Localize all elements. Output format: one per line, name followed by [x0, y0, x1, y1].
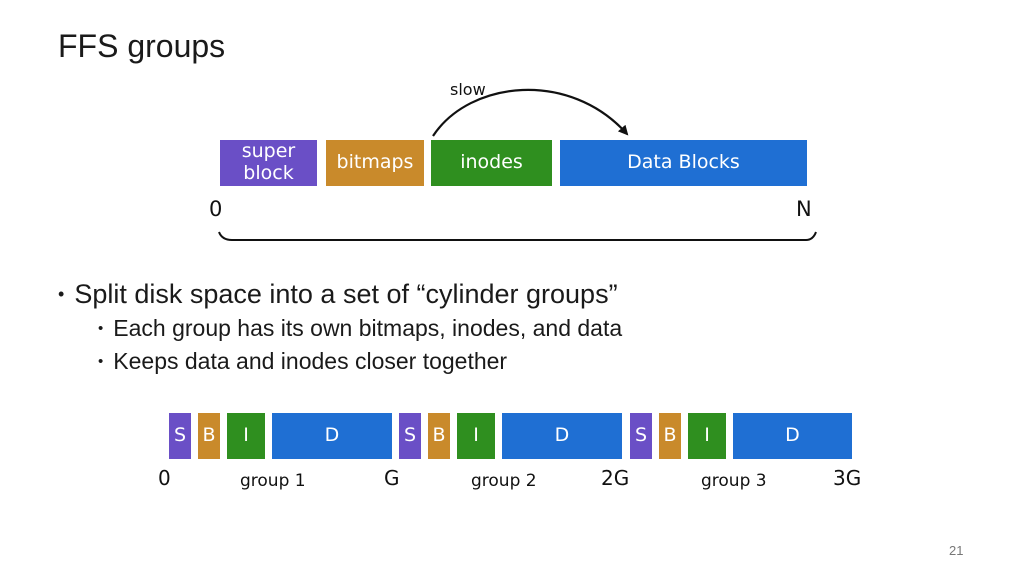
group2-inodes: I: [457, 413, 495, 459]
bitmaps-label: bitmaps: [336, 151, 414, 174]
group3-superblock: S: [630, 413, 652, 459]
segment-label: D: [785, 424, 800, 447]
segment-label: S: [403, 424, 417, 447]
data-blocks-label: Data Blocks: [627, 151, 740, 174]
segment-label: I: [704, 424, 710, 447]
group2-data: D: [502, 413, 622, 459]
superblock-segment: super block: [220, 140, 317, 186]
group1-data: D: [272, 413, 392, 459]
segment-label: S: [173, 424, 187, 447]
boundary-label-0: 0: [158, 466, 171, 490]
disk-brace: [218, 231, 817, 241]
superblock-label-line1: super: [241, 140, 296, 163]
group1-bitmaps: B: [198, 413, 220, 459]
boundary-label-2g: 2G: [601, 466, 630, 490]
bullet-sub-2-text: Keeps data and inodes closer together: [113, 348, 508, 374]
segment-label: B: [663, 424, 677, 447]
segment-label: D: [324, 424, 340, 447]
segment-label: S: [634, 424, 648, 447]
group3-inodes: I: [688, 413, 726, 459]
boundary-label-3g: 3G: [833, 466, 862, 490]
bullet-sub-2: •Keeps data and inodes closer together: [98, 348, 508, 374]
group3-data: D: [733, 413, 852, 459]
bullet-sub-1: •Each group has its own bitmaps, inodes,…: [98, 315, 623, 341]
group1-inodes: I: [227, 413, 265, 459]
group3-bitmaps: B: [659, 413, 681, 459]
segment-label: I: [473, 424, 479, 447]
bullet-sub-1-text: Each group has its own bitmaps, inodes, …: [113, 315, 623, 341]
inodes-label: inodes: [460, 151, 523, 174]
segment-label: I: [243, 424, 249, 447]
group-label-2: group 2: [471, 471, 537, 491]
inodes-segment: inodes: [431, 140, 552, 186]
segment-label: D: [554, 424, 570, 447]
superblock-label-line2: block: [243, 162, 294, 184]
slow-label: slow: [450, 80, 486, 99]
end-label: N: [796, 197, 812, 221]
page-title: FFS groups: [58, 28, 226, 64]
group1-superblock: S: [169, 413, 191, 459]
start-label: 0: [209, 197, 223, 221]
group-label-3: group 3: [701, 471, 767, 491]
segment-label: B: [432, 424, 446, 447]
group2-superblock: S: [399, 413, 421, 459]
group-label-1: group 1: [240, 471, 306, 491]
bullet-main-text: Split disk space into a set of “cylinder…: [74, 279, 618, 309]
slow-arrow: [432, 88, 629, 137]
group2-bitmaps: B: [428, 413, 450, 459]
page-number: 21: [949, 543, 964, 558]
segment-label: B: [202, 424, 216, 447]
boundary-label-g: G: [384, 466, 400, 490]
bitmaps-segment: bitmaps: [326, 140, 424, 186]
data-blocks-segment: Data Blocks: [560, 140, 807, 186]
bullet-main: •Split disk space into a set of “cylinde…: [58, 279, 618, 309]
